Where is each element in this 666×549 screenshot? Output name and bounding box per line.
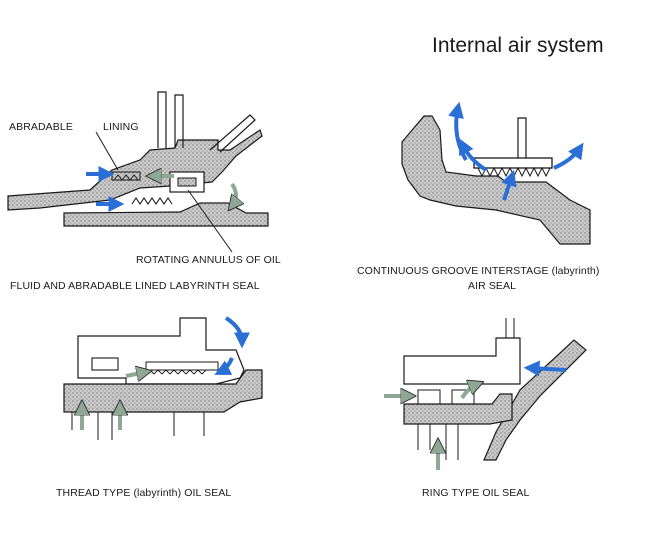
ring-seal-support [417,424,459,460]
caption-continuous-groove-line2: AIR SEAL [468,280,517,292]
labyrinth-fins [131,197,173,205]
airflow-arrow-up-left [459,138,488,172]
thread-teeth [149,369,207,375]
callout-rotating-annulus: ROTATING ANNULUS OF OIL [136,254,281,266]
groove-fins [477,166,551,178]
interstage-casing [401,115,591,245]
upper-strut [157,91,167,148]
thread-element [145,361,219,371]
panel-ring-type-drawing [384,318,587,470]
airflow-arrow-right [553,142,584,170]
ring-oil-arrow-mid [460,384,478,400]
blade-platform [473,157,553,169]
casing-upper [7,129,263,211]
page-title: Internal air system [432,34,604,57]
abradable-leader [95,131,119,171]
panel-fluid-abradable-drawing [7,91,269,253]
callout-lining: LINING [103,121,139,133]
oil-flow-arrow [125,372,146,376]
upper-strut-2 [174,94,184,148]
airflow-arrow-inlet [501,169,517,201]
ring-air-arrow-in [523,360,567,377]
caption-ring-type: RING TYPE OIL SEAL [422,487,530,499]
thread-seal-housing [77,317,245,385]
oil-swirl-arrow [232,182,236,206]
caption-fluid-abradable: FLUID AND ABRADABLE LINED LABYRINTH SEAL [10,280,260,292]
callout-abradable: ABRADABLE [9,121,73,133]
panel-continuous-groove-drawing [401,101,591,245]
annulus-leader [187,189,233,253]
caption-continuous-groove-line1: CONTINUOUS GROOVE INTERSTAGE (labyrinth) [357,265,600,277]
upper-diagonal [209,114,256,153]
ring-seal-vertical [505,318,515,338]
blade-stem [517,117,527,158]
ring-seal-housing [403,337,521,385]
rotor-shaft [63,202,269,227]
oil-annulus [177,177,197,187]
caption-thread-type: THREAD TYPE (labyrinth) OIL SEAL [56,487,232,499]
abradable-fins [113,174,139,181]
air-return-arrow [214,357,234,375]
air-swirl-arrow [224,316,250,349]
panel-thread-type-drawing [63,316,263,440]
support-columns [71,412,205,440]
seal-ring-left [417,389,441,405]
abradable-lining [111,171,141,181]
thread-seal-ring [91,357,119,371]
